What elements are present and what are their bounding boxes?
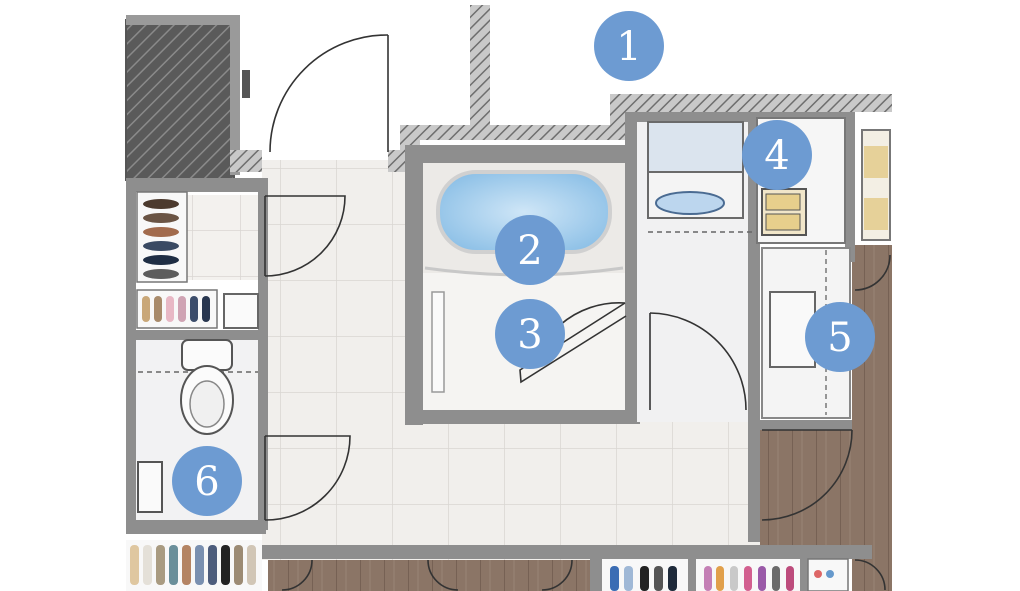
washing-machine-icon (647, 121, 744, 173)
door-swing-icon (264, 34, 891, 591)
marker-5-label: 5 (827, 315, 852, 361)
marker-6-label: 6 (194, 459, 219, 505)
marker-6: 6 (172, 446, 242, 516)
wood-floor (268, 245, 892, 591)
marker-5: 5 (805, 302, 875, 372)
bottom-shoe-shelves (126, 540, 849, 591)
marker-4: 4 (742, 120, 812, 190)
washroom (637, 121, 760, 422)
marker-1: 1 (594, 11, 664, 81)
shoe-rack-icon (136, 191, 259, 329)
wall-segment (126, 15, 238, 25)
toilet-icon (180, 339, 234, 435)
bathroom (423, 163, 625, 410)
wall-segment (230, 15, 240, 175)
interior-walls (126, 112, 872, 591)
marker-3-label: 3 (517, 312, 542, 358)
wall-segment (242, 70, 250, 98)
marker-3: 3 (495, 299, 565, 369)
structural-column (125, 19, 235, 181)
marker-4-label: 4 (764, 133, 789, 179)
marker-2: 2 (495, 215, 565, 285)
corridor-floor (180, 160, 760, 560)
marker-1-label: 1 (616, 24, 641, 70)
hatched-walls (230, 5, 892, 172)
marker-2-label: 2 (517, 228, 542, 274)
